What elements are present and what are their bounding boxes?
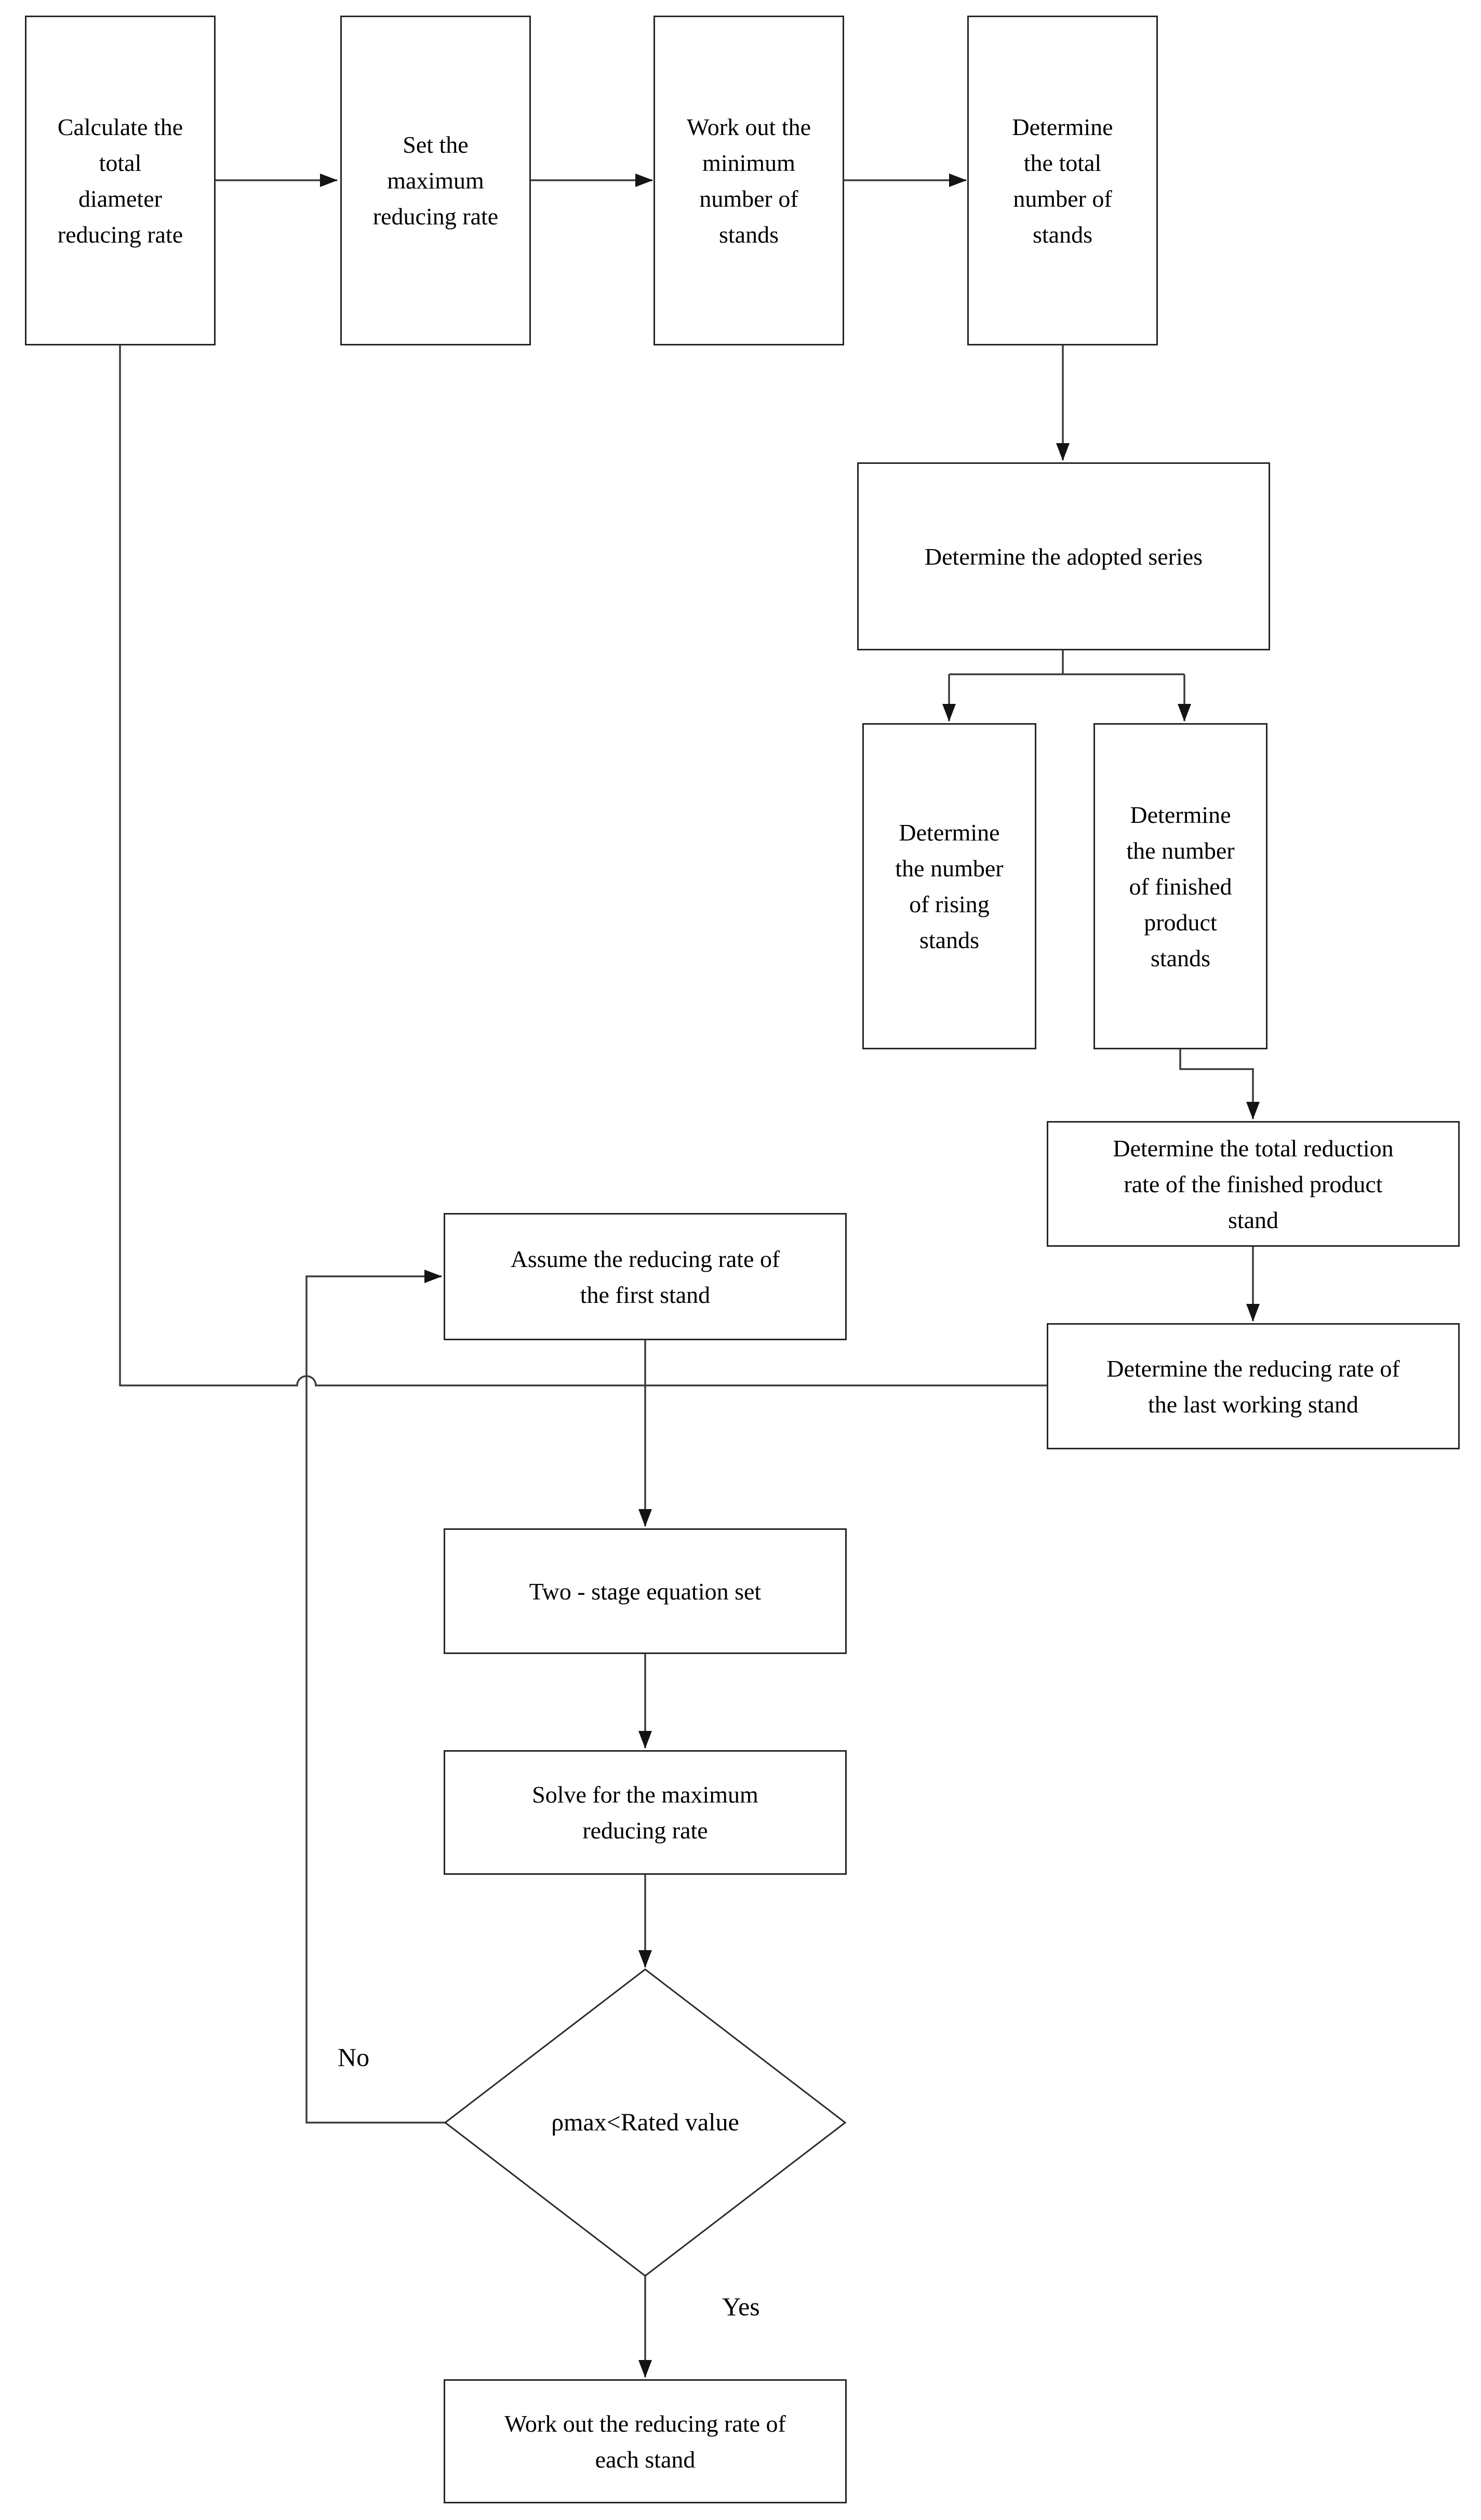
- node-finished-total-reduction: Determine the total reduction rate of th…: [1047, 1121, 1460, 1247]
- connector-merge-line: [119, 345, 1047, 1386]
- node-rising-stands: Determine the number of rising stands: [862, 723, 1036, 1049]
- node-min-stands: Work out the minimum number of stands: [653, 16, 844, 345]
- node-assume-first-stand: Assume the reducing rate of the first st…: [444, 1213, 847, 1340]
- edge-label-no: No: [338, 2043, 370, 2072]
- decision-diamond: [444, 1968, 847, 2277]
- decision-label: ρmax<Rated value: [551, 2109, 739, 2137]
- node-adopted-series: Determine the adopted series: [857, 462, 1270, 650]
- node-finished-product-stands: Determine the number of finished product…: [1093, 723, 1267, 1049]
- node-solve-max-reducing: Solve for the maximum reducing rate: [444, 1750, 847, 1875]
- node-last-working-stand: Determine the reducing rate of the last …: [1047, 1323, 1460, 1449]
- edge-label-yes: Yes: [722, 2292, 760, 2321]
- node-total-stands: Determine the total number of stands: [967, 16, 1158, 345]
- node-each-stand: Work out the reducing rate of each stand: [444, 2379, 847, 2503]
- connector-decision-no-loop: [305, 1270, 445, 2124]
- node-calc-total-diameter: Calculate the total diameter reducing ra…: [25, 16, 216, 345]
- node-two-stage-equation: Two - stage equation set: [444, 1528, 847, 1654]
- node-set-max-reducing: Set the maximum reducing rate: [340, 16, 531, 345]
- connector-finished-to-totalreduction: [1179, 1049, 1260, 1119]
